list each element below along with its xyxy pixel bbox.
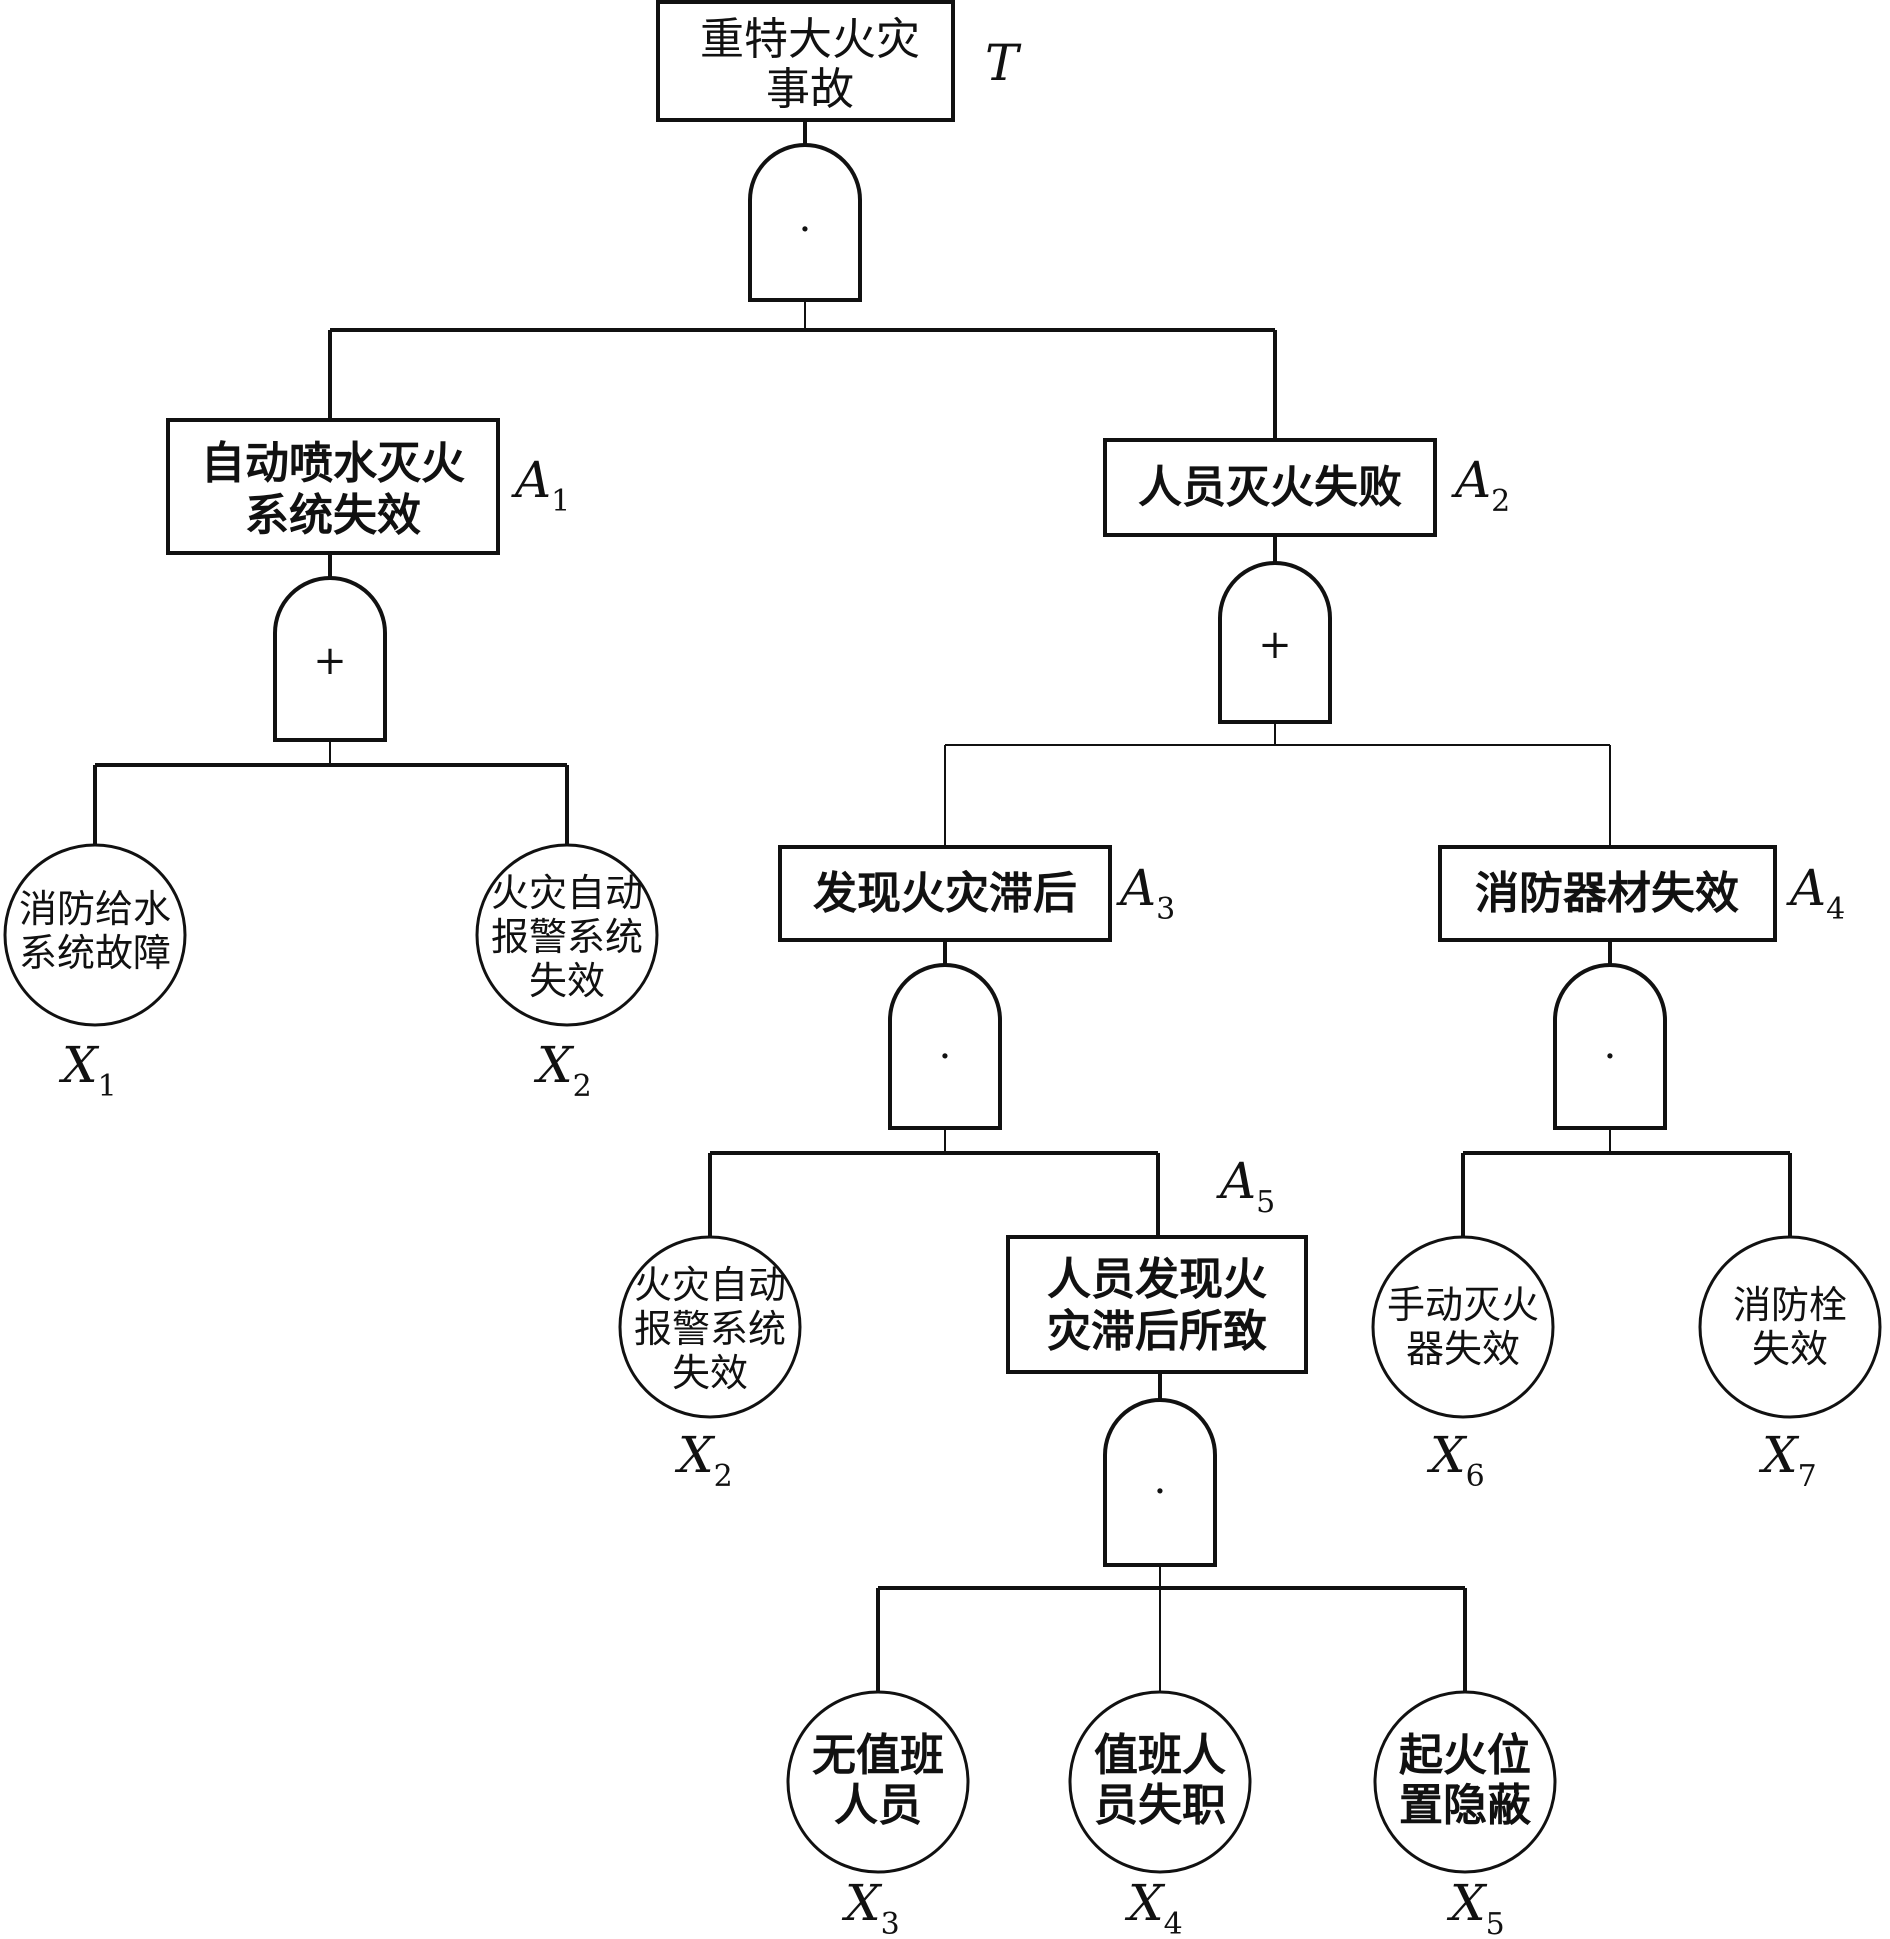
gate-symbol: + — [313, 638, 347, 684]
basic-event-label-line: 手动灭火 — [1387, 1283, 1539, 1327]
basic-event-label-line: 置隐蔽 — [1399, 1780, 1532, 1831]
basic-event-circle — [1373, 1690, 1557, 1874]
basic-event-circle — [786, 1690, 970, 1874]
event-label-line: 系统失效 — [245, 490, 421, 541]
or-gate-A1: + — [273, 576, 387, 742]
event-A5: 人员发现火 灾滞后所致 A5 — [1006, 1152, 1308, 1374]
event-label-line: 事故 — [766, 64, 854, 115]
basic-event-label-line: 系统故障 — [19, 931, 171, 975]
basic-event-circle — [475, 843, 659, 1027]
gate-shape — [748, 143, 862, 302]
gate-symbol: + — [1258, 622, 1292, 668]
event-box — [778, 845, 1112, 942]
event-box — [1103, 438, 1437, 537]
event-symbol: T — [985, 34, 1022, 92]
gate-shape — [1553, 963, 1667, 1130]
gate-symbol: · — [1154, 1469, 1167, 1515]
basic-event-symbol: X7 — [1758, 1426, 1817, 1494]
basic-event-symbol: X2 — [533, 1036, 592, 1104]
basic-event-symbol: X3 — [841, 1874, 900, 1939]
basic-event-label-line: 起火位 — [1399, 1730, 1531, 1781]
basic-event-label-line: 失效 — [529, 959, 605, 1003]
gate-shape — [1103, 1398, 1217, 1567]
basic-event-label-line: 报警系统 — [634, 1307, 786, 1351]
gate-symbol: · — [939, 1034, 952, 1080]
gate-shape — [888, 963, 1002, 1130]
basic-event-label-line: 无值班 — [812, 1730, 944, 1781]
basic-event-symbol: X4 — [1124, 1874, 1183, 1939]
basic-event-X7: 消防栓 失效 X7 — [1698, 1235, 1882, 1494]
event-box — [1438, 845, 1777, 942]
event-label-line: 自动喷水灭火 — [201, 438, 465, 489]
basic-event-X6: 手动灭火 器失效 X6 — [1371, 1235, 1555, 1494]
basic-event-X4: 值班人 员失职 X4 — [1068, 1690, 1252, 1939]
basic-event-circle — [3, 843, 187, 1027]
basic-event-symbol: X1 — [58, 1036, 117, 1104]
event-label-line: 人员发现火 — [1047, 1254, 1267, 1305]
event-symbol: A1 — [511, 451, 570, 519]
basic-event-label-line: 消防给水 — [19, 887, 171, 931]
event-A2: 人员灭火失败 A2 — [1103, 438, 1510, 537]
event-label-line: 人员灭火失败 — [1138, 462, 1402, 513]
and-gate-T: · — [748, 143, 862, 302]
basic-event-X3: 无值班 人员 X3 — [786, 1690, 970, 1939]
basic-event-X2-repeat: 火灾自动 报警系统 失效 X2 — [618, 1235, 802, 1494]
gate-symbol: · — [799, 207, 812, 253]
event-A4: 消防器材失效 A4 — [1438, 845, 1845, 942]
basic-event-label-line: 失效 — [672, 1351, 748, 1395]
event-label-line: 重特大火灾 — [700, 14, 920, 65]
event-A3: 发现火灾滞后 A3 — [778, 845, 1175, 942]
basic-event-label-line: 报警系统 — [491, 915, 643, 959]
basic-event-label-line: 失效 — [1752, 1327, 1828, 1371]
basic-event-symbol: X6 — [1426, 1426, 1485, 1494]
event-label-line: 消防器材失效 — [1475, 868, 1739, 919]
event-symbol: A3 — [1116, 859, 1175, 927]
connector-lines — [93, 120, 1792, 1708]
event-box — [656, 0, 955, 122]
basic-event-circle — [618, 1235, 802, 1419]
basic-event-label-line: 消防栓 — [1733, 1283, 1847, 1327]
event-symbol: A4 — [1786, 859, 1845, 927]
and-gate-A3: · — [888, 963, 1002, 1130]
basic-event-symbol: X5 — [1446, 1874, 1505, 1939]
event-symbol: A2 — [1451, 451, 1510, 519]
basic-event-label-line: 人员 — [834, 1780, 922, 1831]
gate-shape — [1218, 561, 1332, 724]
basic-event-X1: 消防给水 系统故障 X1 — [3, 843, 187, 1104]
basic-event-circle — [1068, 1690, 1252, 1874]
gate-symbol: · — [1604, 1034, 1617, 1080]
event-box — [1006, 1235, 1308, 1374]
event-A1: 自动喷水灭火 系统失效 A1 — [166, 418, 570, 555]
event-box — [166, 418, 500, 555]
basic-event-circle — [1698, 1235, 1882, 1419]
basic-event-label-line: 器失效 — [1406, 1327, 1520, 1371]
and-gate-A4: · — [1553, 963, 1667, 1130]
gate-shape — [273, 576, 387, 742]
basic-event-circle — [1371, 1235, 1555, 1419]
event-symbol: A5 — [1216, 1152, 1275, 1220]
event-T: 重特大火灾 事故 T — [656, 0, 1022, 122]
and-gate-A5: · — [1103, 1398, 1217, 1567]
or-gate-A2: + — [1218, 561, 1332, 724]
basic-event-X5: 起火位 置隐蔽 X5 — [1373, 1690, 1557, 1939]
basic-event-label-line: 火灾自动 — [491, 871, 643, 915]
basic-event-label-line: 值班人 — [1094, 1730, 1226, 1781]
basic-event-label-line: 火灾自动 — [634, 1263, 786, 1307]
basic-event-X2: 火灾自动 报警系统 失效 X2 — [475, 843, 659, 1104]
event-label-line: 发现火灾滞后 — [813, 868, 1077, 919]
event-label-line: 灾滞后所致 — [1047, 1306, 1267, 1357]
basic-event-label-line: 员失职 — [1094, 1780, 1226, 1831]
basic-event-symbol: X2 — [674, 1426, 733, 1494]
